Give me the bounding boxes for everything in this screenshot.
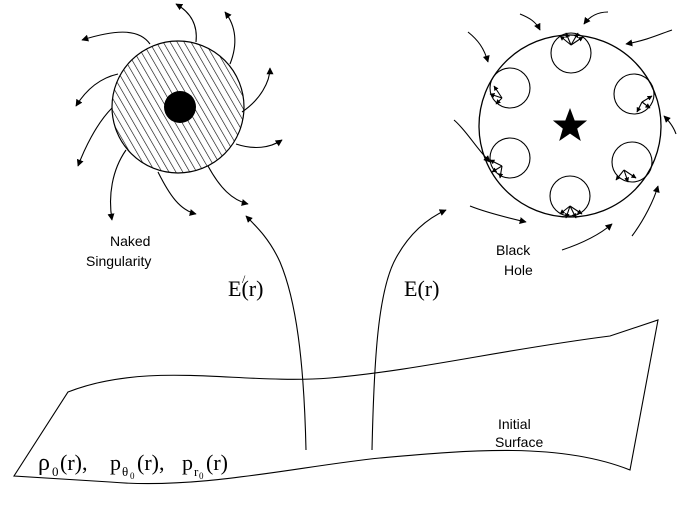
initial-data-formula: ρ 0 (r), p θ 0 (r), p r 0 (r) [38, 450, 228, 481]
ray [81, 31, 151, 45]
singularity-core [164, 91, 196, 123]
p-r-symbol: p [182, 450, 193, 475]
naked-label-line2: Singularity [86, 253, 151, 269]
initial-label-line1: Initial [498, 416, 531, 432]
trapped-surfaces [489, 32, 655, 217]
evolution-curve-right [371, 209, 447, 451]
black-label-line2: Hole [504, 262, 533, 278]
p-r-argument: (r) [206, 450, 228, 475]
inward-ray-bundles [489, 32, 653, 219]
rho-subscript: 0 [52, 464, 59, 479]
energy-label: E(r) [404, 276, 439, 301]
evolution-curve-left [245, 215, 307, 451]
ray [207, 165, 249, 206]
p-r-subscript: r [194, 464, 199, 479]
trapped-surface [613, 73, 655, 115]
ray [107, 149, 127, 221]
ray [561, 223, 613, 251]
ray [625, 29, 673, 47]
naked-label-line1: Naked [110, 233, 150, 249]
ray [663, 115, 677, 135]
energy-prime-label: E(r) [228, 276, 263, 301]
ray [453, 119, 491, 163]
trapped-surface [489, 137, 531, 179]
ray [76, 107, 113, 167]
black-label-line1: Black [496, 242, 531, 258]
ray [519, 13, 541, 31]
p-theta-argument: (r), [137, 450, 164, 475]
star-icon [552, 108, 588, 141]
initial-surface [13, 319, 659, 485]
p-theta-subsubscript: 0 [130, 471, 135, 481]
p-theta-subscript: θ [122, 464, 128, 479]
ray [469, 205, 527, 224]
ray [583, 11, 609, 25]
ray [224, 11, 236, 65]
trapped-surface [611, 141, 653, 183]
p-r-subsubscript: 0 [199, 471, 204, 481]
ray [157, 171, 197, 216]
ray [75, 73, 119, 107]
trapped-surface [549, 175, 591, 217]
initial-label-line2: Surface [495, 434, 543, 450]
black-hole [453, 11, 677, 251]
naked-singularity [75, 3, 283, 221]
ray [467, 31, 490, 63]
p-theta-symbol: p [110, 450, 121, 475]
infalling-rays [453, 11, 677, 251]
ray [631, 185, 660, 237]
trapped-surface [550, 32, 592, 74]
ray [241, 67, 274, 113]
rho-symbol: ρ [38, 450, 50, 476]
ray [175, 3, 197, 43]
rho-argument: (r), [60, 450, 87, 475]
energy-prime-mark: / [242, 272, 246, 286]
trapped-surface [489, 67, 531, 109]
ray [235, 139, 283, 149]
outgoing-rays [75, 3, 283, 221]
